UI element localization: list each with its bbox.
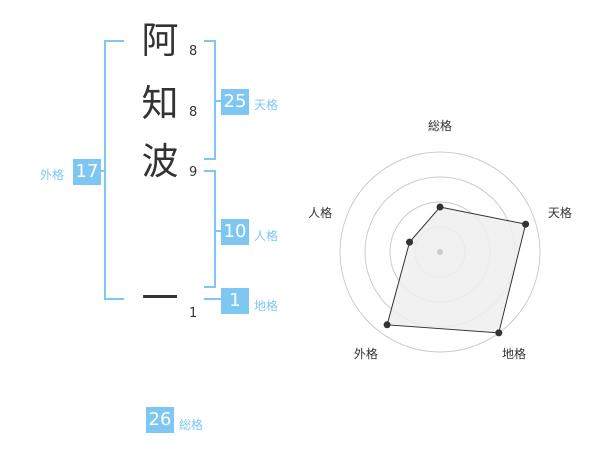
name-char-1: 阿: [141, 19, 179, 62]
chikaku-connector: [204, 298, 222, 300]
radar-point: [406, 238, 414, 246]
tenkaku-label: 天格: [254, 98, 279, 112]
gaikaku-label: 外格: [40, 168, 65, 182]
radar-axis-label: 天格: [548, 205, 572, 220]
radar-axis-label: 外格: [354, 346, 378, 361]
soukaku-value: 26: [146, 407, 174, 433]
radar-center-dot: [437, 249, 443, 255]
radar-point: [495, 329, 503, 337]
chikaku-value: 1: [221, 288, 249, 314]
jinkaku-bracket: [204, 170, 216, 288]
name-char-2: 知: [141, 82, 179, 125]
radar-polygon: [386, 206, 527, 334]
stroke-count-4: 1: [189, 306, 198, 321]
radar-axis-label: 地格: [502, 346, 526, 361]
tenkaku-connector: [214, 100, 222, 102]
name-char-3: 波: [141, 140, 179, 183]
radar-point: [383, 321, 391, 329]
radar-point: [522, 220, 530, 228]
stroke-count-1: 8: [189, 44, 198, 59]
soukaku-label: 総格: [179, 418, 204, 432]
gaikaku-connector: [101, 170, 106, 172]
radar-ring: [339, 151, 541, 353]
radar-axis-label: 総格: [428, 118, 452, 133]
chikaku-label: 地格: [254, 299, 279, 313]
name-char-4: 一: [141, 277, 179, 320]
radar-axis-label: 人格: [308, 205, 332, 220]
jinkaku-connector: [214, 230, 222, 232]
gaikaku-value: 17: [73, 159, 101, 185]
stroke-count-2: 8: [189, 105, 198, 120]
radar-point: [436, 203, 444, 211]
jinkaku-label: 人格: [254, 229, 279, 243]
tenkaku-value: 25: [221, 89, 249, 115]
jinkaku-value: 10: [221, 219, 249, 245]
stroke-count-3: 9: [189, 165, 198, 180]
